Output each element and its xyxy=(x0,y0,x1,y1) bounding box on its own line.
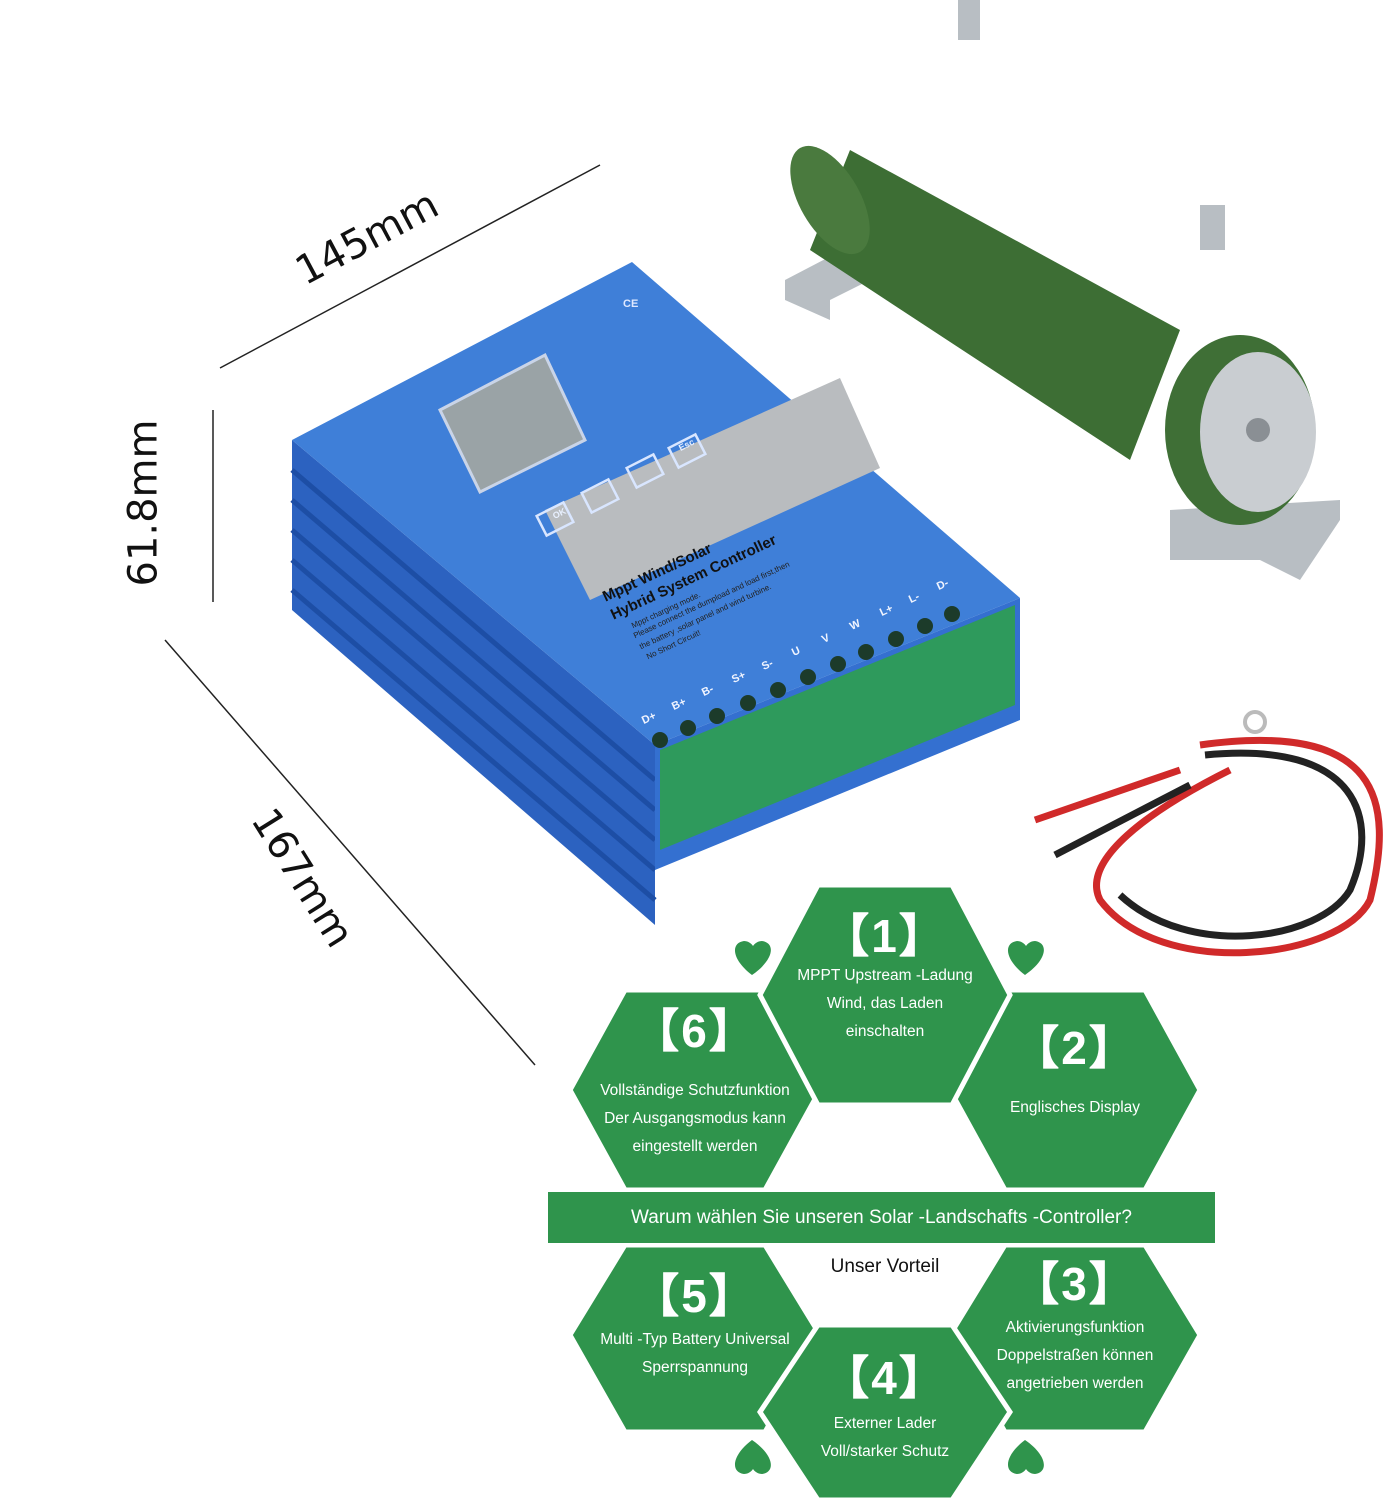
hexagon-3 xyxy=(947,1242,1203,1435)
feature-number: 【2】 xyxy=(1013,1022,1137,1074)
feature-text: MPPT Upstream -Ladung xyxy=(797,967,973,984)
depth-dimension-line xyxy=(164,639,536,1066)
feature-text: Wind, das Laden xyxy=(826,995,944,1012)
feature-text: Multi -Typ Battery Universal xyxy=(600,1331,790,1348)
feature-number: 【4】 xyxy=(823,1352,947,1404)
feature-text: Doppelstraßen können xyxy=(996,1347,1154,1364)
heart-icons xyxy=(734,941,1044,1474)
height-dimension-label: 61.8mm xyxy=(120,419,167,587)
feature-2: 【2】 Englisches Display xyxy=(960,1022,1190,1122)
feature-text: angetrieben werden xyxy=(1006,1375,1144,1392)
heart-icon xyxy=(734,941,771,975)
terminal-screws xyxy=(652,606,960,748)
hexagon-4 xyxy=(757,1322,1013,1500)
feature-3: 【3】 Aktivierungsfunktion Doppelstraßen k… xyxy=(960,1258,1190,1398)
lcd-display xyxy=(438,352,587,495)
dump-load-resistor xyxy=(785,0,1340,580)
heart-icon xyxy=(1007,1440,1044,1474)
banner-heading: Warum wählen Sie unseren Solar -Landscha… xyxy=(548,1192,1215,1243)
feature-number: 【5】 xyxy=(633,1270,757,1322)
product-label xyxy=(545,378,880,600)
control-buttons xyxy=(534,432,708,538)
feature-text: einschalten xyxy=(845,1023,925,1040)
width-dimension-line xyxy=(219,164,601,369)
battery-cable xyxy=(1033,710,1383,957)
feature-text: Aktivierungsfunktion xyxy=(1005,1319,1145,1336)
feature-text: Der Ausgangsmodus kann xyxy=(604,1110,786,1127)
feature-text: eingestellt werden xyxy=(632,1138,758,1155)
feature-text: Englisches Display xyxy=(1009,1099,1141,1116)
heart-icon xyxy=(1007,941,1044,975)
subtitle: Unser Vorteil xyxy=(830,1256,940,1277)
feature-text: Externer Lader xyxy=(833,1415,937,1432)
hexagon-1 xyxy=(757,882,1013,1108)
feature-text: Sperrspannung xyxy=(642,1359,748,1376)
feature-hexagons xyxy=(567,882,1203,1500)
feature-number: 【3】 xyxy=(1013,1258,1137,1310)
feature-1: 【1】 MPPT Upstream -Ladung Wind, das Lade… xyxy=(770,910,1000,1046)
feature-number: 【6】 xyxy=(633,1005,757,1057)
feature-number: 【1】 xyxy=(823,910,947,962)
feature-6: 【6】 Vollständige Schutzfunktion Der Ausg… xyxy=(575,1005,815,1161)
feature-4: 【4】 Externer Lader Voll/starker Schutz xyxy=(770,1352,1000,1466)
feature-text: Voll/starker Schutz xyxy=(820,1443,950,1460)
feature-5: 【5】 Multi -Typ Battery Universal Sperrsp… xyxy=(575,1270,815,1382)
heart-icon xyxy=(734,1440,771,1474)
ce-mark: CE xyxy=(623,298,639,310)
feature-text: Vollständige Schutzfunktion xyxy=(600,1082,790,1099)
charge-controller xyxy=(290,262,1020,925)
